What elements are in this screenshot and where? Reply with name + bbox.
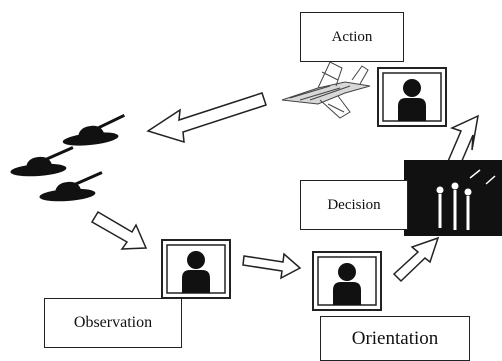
fighter-jet-icon (281, 61, 371, 119)
officers-photo (404, 160, 502, 236)
operator-monitor-icon (377, 67, 447, 127)
observation-label: Observation (44, 298, 182, 348)
arrow-observe-to-orient (242, 252, 302, 280)
operator-monitor-icon (312, 251, 382, 311)
operator-monitor-icon (161, 239, 231, 299)
arrow-action-to-observe (146, 92, 267, 144)
orientation-label: Orientation (320, 316, 470, 361)
arrow-to-observation (90, 210, 148, 250)
arrow-decide-to-act (444, 114, 479, 171)
tank-icon (7, 113, 129, 205)
decision-label: Decision (300, 180, 408, 230)
arrow-orient-to-decide (392, 236, 440, 283)
action-label: Action (300, 12, 404, 62)
